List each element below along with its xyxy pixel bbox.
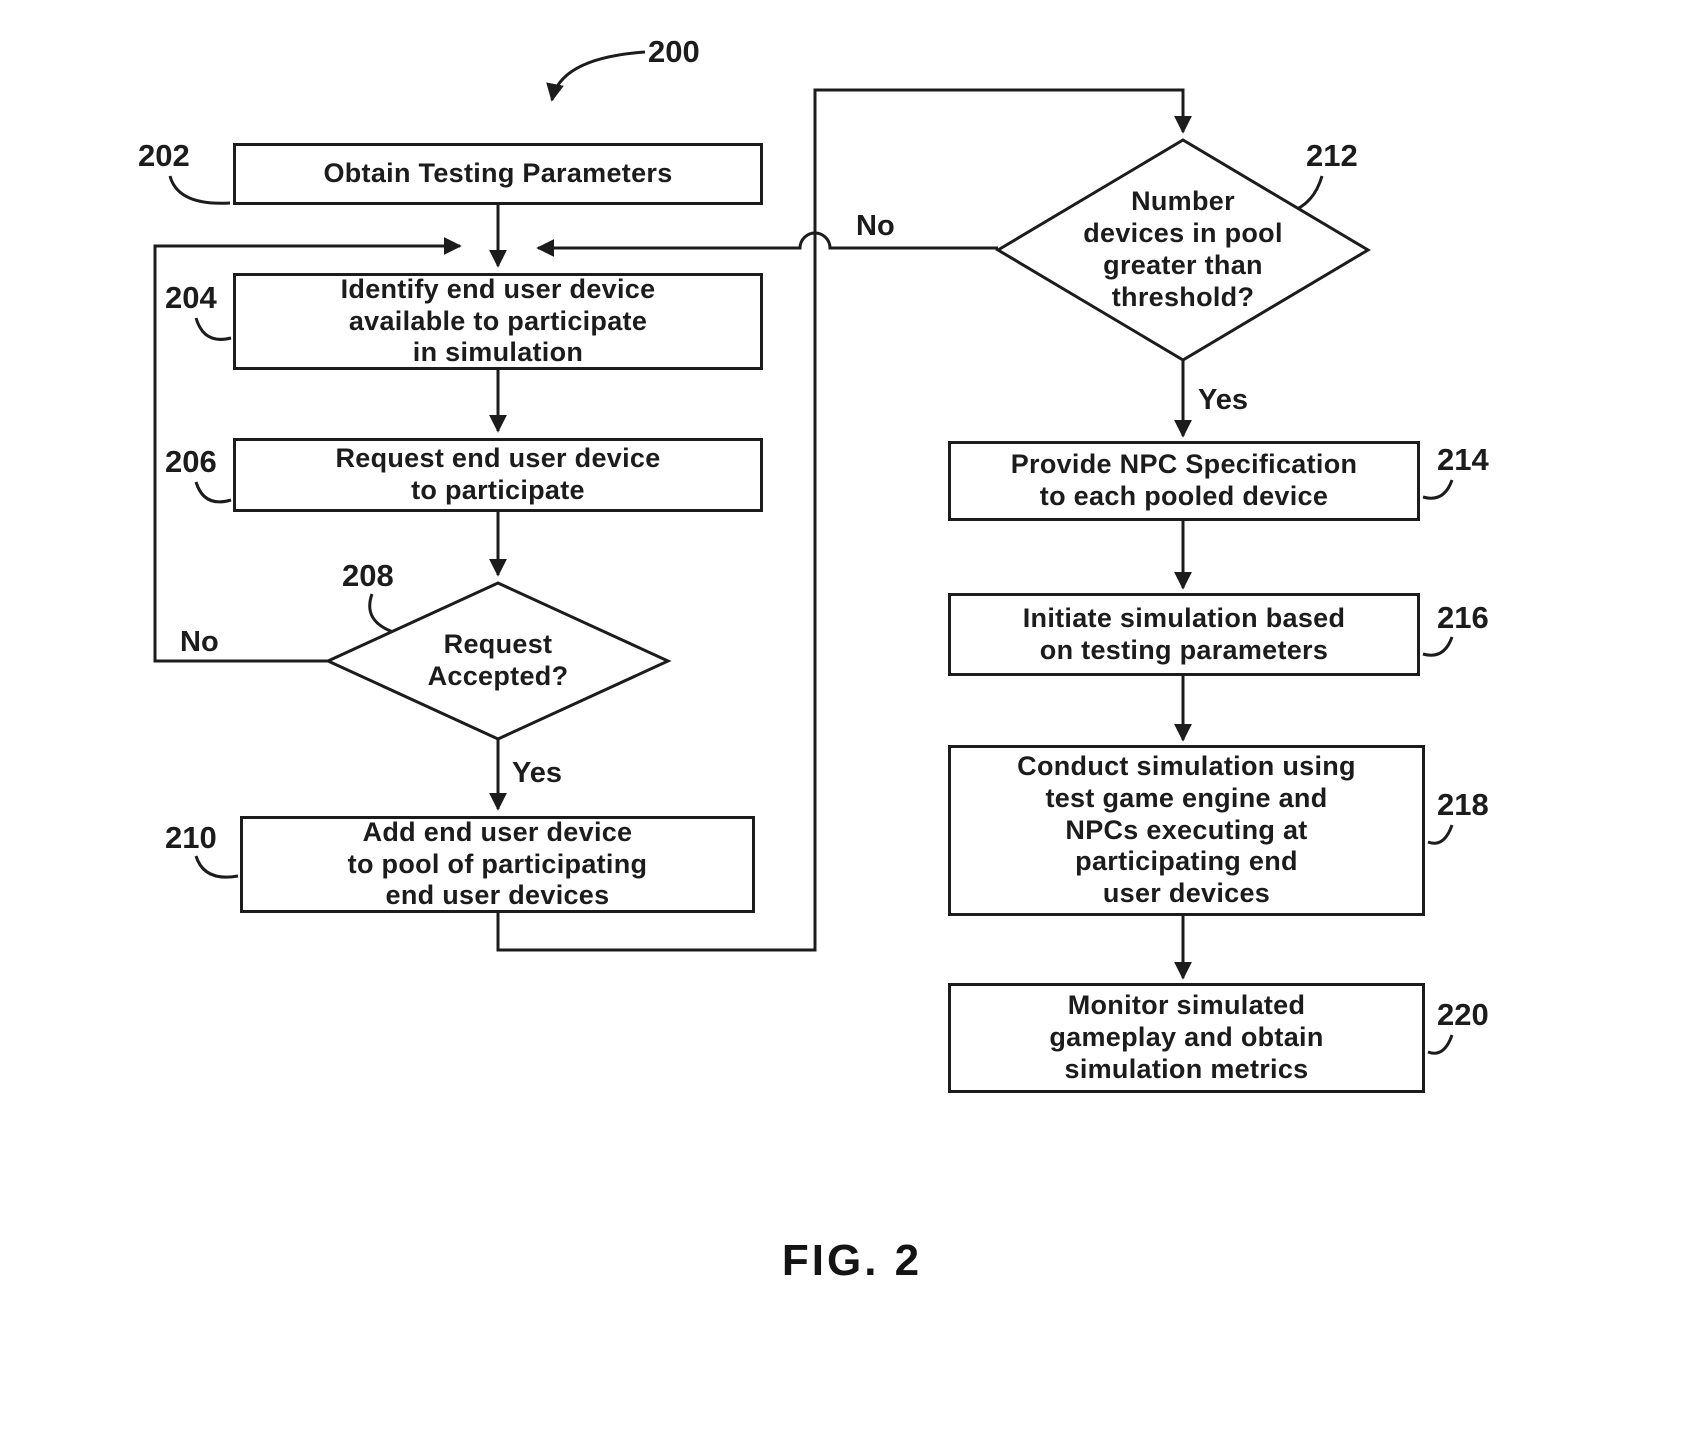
ref-216: 216 [1437,600,1489,635]
ref-218: 218 [1437,787,1489,822]
ref-218-leader [1427,824,1454,845]
ref-204-leader [194,317,232,341]
figure-caption: FIG. 2 [781,1236,923,1285]
node-label-220: Monitor simulated gameplay and obtain si… [1049,990,1324,1084]
ref-220-leader [1427,1034,1454,1055]
process-add-device-to-pool: Add end user device to pool of participa… [240,816,755,913]
decision-212-shape [995,138,1371,362]
node-label-202: Obtain Testing Parameters [323,158,673,189]
ref-206: 206 [165,444,217,479]
ref-212: 212 [1306,138,1358,173]
edge-label-212-yes: Yes [1198,384,1248,416]
node-label-216: Initiate simulation based on testing par… [1022,602,1346,665]
process-identify-end-user-device: Identify end user device available to pa… [233,273,763,370]
ref-208: 208 [342,558,394,593]
process-initiate-simulation: Initiate simulation based on testing par… [948,593,1420,676]
edge-208-loop-no [153,237,462,663]
ref-200: 200 [648,34,700,69]
ref-204: 204 [165,280,217,315]
process-obtain-testing-parameters: Obtain Testing Parameters [233,143,763,205]
process-request-end-user-device: Request end user device to participate [233,438,763,512]
process-provide-npc-specification: Provide NPC Specification to each pooled… [948,441,1420,521]
edge-210-212 [496,88,1192,952]
edge-label-208-yes: Yes [512,757,562,789]
edge-label-208-no: No [180,626,219,658]
node-label-210: Add end user device to pool of participa… [347,816,648,911]
decision-208-shape [324,581,672,741]
edge-212-loop-no [536,231,998,257]
node-label-204: Identify end user device available to pa… [340,273,656,368]
ref-200-arrow [546,50,646,102]
ref-216-leader [1422,636,1454,657]
ref-214: 214 [1437,442,1489,477]
ref-210: 210 [165,820,217,855]
node-label-206: Request end user device to participate [335,443,661,505]
ref-210-leader [194,855,239,879]
ref-208-leader [368,593,397,635]
ref-202: 202 [138,138,190,173]
ref-220: 220 [1437,997,1489,1032]
node-label-214: Provide NPC Specification to each pooled… [1010,449,1358,511]
edge-label-212-no: No [856,210,895,242]
process-monitor-gameplay: Monitor simulated gameplay and obtain si… [948,983,1425,1093]
ref-202-leader [168,175,231,205]
ref-214-leader [1422,479,1454,500]
process-conduct-simulation: Conduct simulation using test game engin… [948,745,1425,916]
ref-206-leader [194,481,232,504]
node-label-218: Conduct simulation using test game engin… [1017,750,1356,909]
